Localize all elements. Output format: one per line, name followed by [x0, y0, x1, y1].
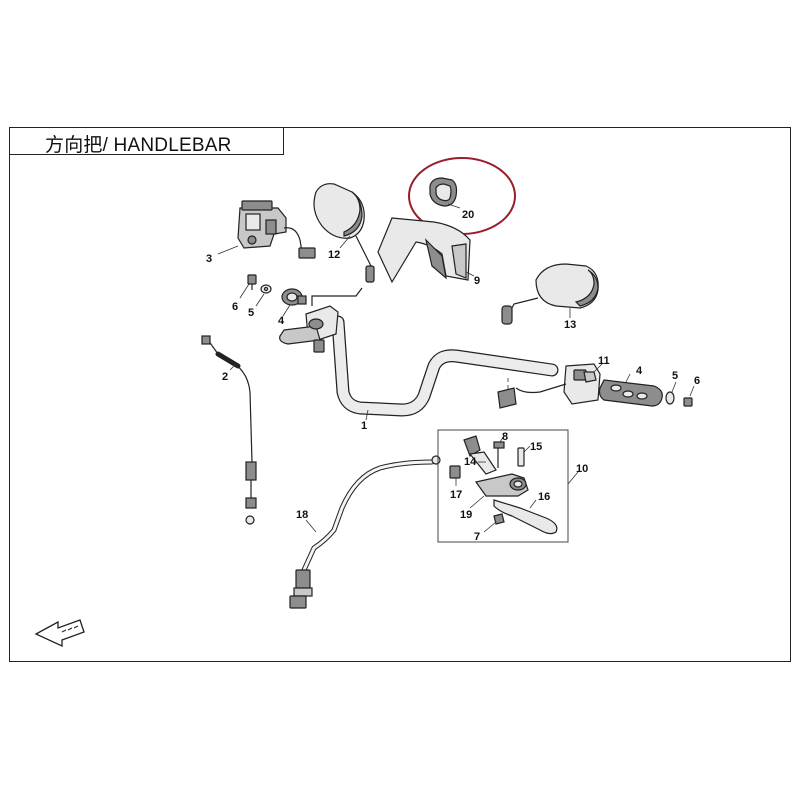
lever-assembly-parts: [449, 435, 558, 535]
callout-9: 9: [474, 275, 480, 287]
callout-5-left: 5: [248, 307, 254, 319]
callout-20: 20: [462, 209, 474, 221]
left-switch-and-lever: [279, 287, 363, 353]
title-box: [9, 127, 284, 155]
forward-arrow-icon: [34, 619, 85, 648]
callout-7: 7: [474, 531, 480, 543]
throttle-cable: [201, 335, 257, 525]
callout-11: 11: [598, 355, 610, 367]
handlebar-cover: [377, 217, 475, 284]
callout-5-right: 5: [672, 370, 678, 382]
right-switch-housing: [497, 363, 603, 409]
left-mirror: [313, 183, 375, 283]
right-washer-and-bolt: [665, 381, 695, 407]
right-mirror: [501, 263, 599, 325]
callout-16: 16: [538, 491, 550, 503]
callout-19: 19: [460, 509, 472, 521]
right-grip: [598, 373, 663, 407]
left-bolt-and-washer: [239, 274, 272, 307]
callout-2: 2: [222, 371, 228, 383]
callout-12: 12: [328, 249, 340, 261]
lower-cable: [289, 455, 441, 609]
callout-14: 14: [464, 456, 477, 468]
diagram-title: 方向把/ HANDLEBAR: [45, 135, 232, 156]
callout-10: 10: [576, 463, 588, 475]
diagram-frame: [9, 127, 791, 662]
callout-labels: 1 2 3 4 4 5 5 6 6 7 8 9 10 11 12 13 14 1…: [206, 209, 700, 543]
lever-assembly-group: [437, 429, 579, 543]
highlighted-part-cap: [408, 157, 516, 235]
callout-6-left: 6: [232, 301, 238, 313]
callout-13: 13: [564, 319, 576, 331]
left-grip-end: [281, 288, 307, 317]
callout-18: 18: [296, 509, 308, 521]
handlebar-tube: [331, 315, 559, 421]
brake-master-cylinder: [217, 200, 316, 259]
callout-1: 1: [361, 420, 367, 432]
callout-3: 3: [206, 253, 212, 265]
callout-6-right: 6: [694, 375, 700, 387]
callout-15: 15: [530, 441, 542, 453]
callout-17: 17: [450, 489, 462, 501]
callout-4-right: 4: [636, 365, 643, 377]
callout-4-left: 4: [278, 315, 285, 327]
callout-8: 8: [502, 431, 508, 443]
